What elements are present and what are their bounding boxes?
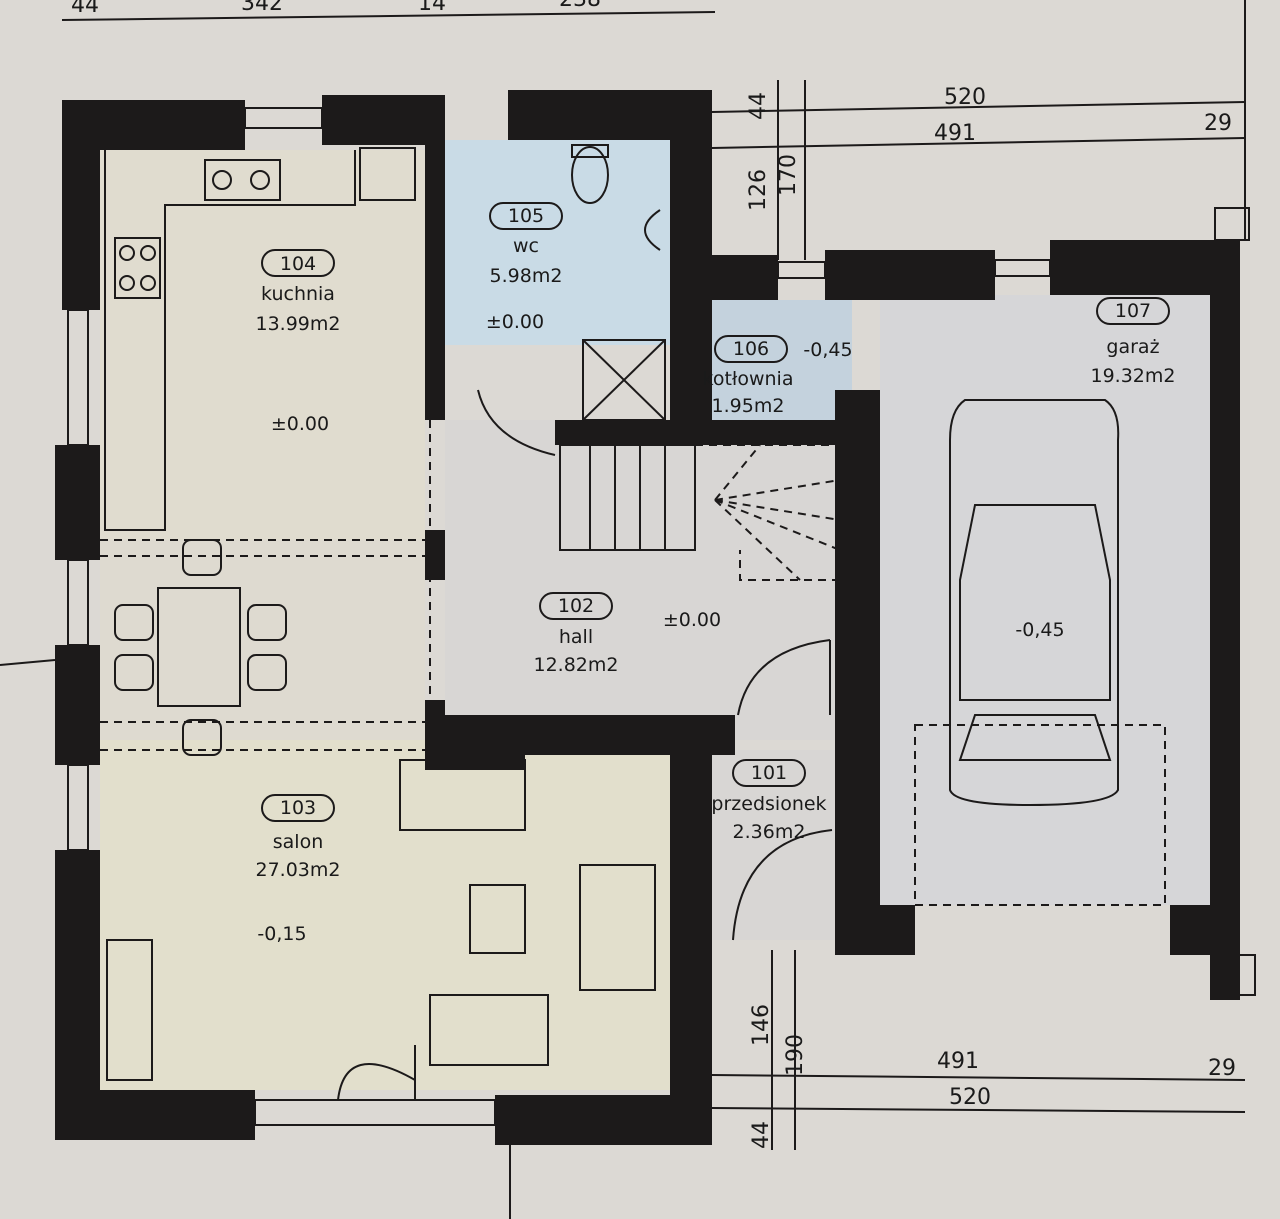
svg-text:342: 342 xyxy=(241,0,283,16)
svg-text:±0.00: ±0.00 xyxy=(663,609,721,631)
svg-text:1.95m2: 1.95m2 xyxy=(712,395,785,417)
svg-text:5.98m2: 5.98m2 xyxy=(490,265,563,287)
svg-text:kotłownia: kotłownia xyxy=(703,368,794,390)
kitchen-counter xyxy=(104,147,416,531)
vestibule-floor xyxy=(712,750,835,940)
staircase xyxy=(559,444,841,581)
svg-text:44: 44 xyxy=(746,92,771,120)
room-104-label: 104 kuchnia 13.99m2 ±0.00 xyxy=(256,249,341,435)
svg-text:29: 29 xyxy=(1204,111,1232,136)
svg-text:wc: wc xyxy=(513,235,539,257)
room-105-label: 105 wc 5.98m2 ±0.00 xyxy=(486,202,563,333)
windows xyxy=(67,107,1051,1126)
svg-text:-0,45: -0,45 xyxy=(1015,619,1064,641)
svg-text:146: 146 xyxy=(749,1004,774,1046)
wc-fixtures xyxy=(571,144,666,421)
svg-text:14: 14 xyxy=(418,0,446,16)
svg-text:107: 107 xyxy=(1115,300,1151,322)
svg-text:238: 238 xyxy=(559,0,601,12)
svg-text:12.82m2: 12.82m2 xyxy=(534,654,619,676)
svg-text:102: 102 xyxy=(558,595,594,617)
svg-text:106: 106 xyxy=(733,338,769,360)
svg-text:27.03m2: 27.03m2 xyxy=(256,859,341,881)
svg-text:±0.00: ±0.00 xyxy=(271,413,329,435)
svg-text:-0,15: -0,15 xyxy=(257,923,306,945)
salon-furniture xyxy=(106,759,656,1081)
room-103-label: 103 salon 27.03m2 -0,15 xyxy=(256,794,341,945)
dining-table xyxy=(100,420,431,756)
svg-text:±0.00: ±0.00 xyxy=(486,311,544,333)
svg-text:103: 103 xyxy=(280,797,316,819)
room-102-label: 102 hall 12.82m2 ±0.00 xyxy=(534,592,721,676)
svg-text:491: 491 xyxy=(934,121,976,146)
svg-text:190: 190 xyxy=(783,1034,808,1076)
car xyxy=(914,399,1166,906)
svg-text:105: 105 xyxy=(508,205,544,227)
svg-text:170: 170 xyxy=(776,154,801,196)
svg-text:520: 520 xyxy=(949,1085,991,1110)
svg-text:salon: salon xyxy=(273,831,324,853)
doors xyxy=(337,389,833,1101)
svg-text:19.32m2: 19.32m2 xyxy=(1091,365,1176,387)
svg-text:przedsionek: przedsionek xyxy=(711,793,826,815)
svg-text:13.99m2: 13.99m2 xyxy=(256,313,341,335)
svg-text:44: 44 xyxy=(749,1121,774,1149)
svg-text:garaż: garaż xyxy=(1106,336,1159,358)
room-106-label: 106 -0,45 kotłownia 1.95m2 xyxy=(703,335,853,417)
salon-floor xyxy=(100,740,670,1090)
svg-text:520: 520 xyxy=(944,85,986,110)
svg-text:kuchnia: kuchnia xyxy=(261,283,335,305)
svg-text:101: 101 xyxy=(751,762,787,784)
svg-text:29: 29 xyxy=(1208,1056,1236,1081)
svg-text:hall: hall xyxy=(559,626,593,648)
walls xyxy=(55,90,1240,1145)
svg-text:44: 44 xyxy=(71,0,99,18)
room-107-label: 107 garaż 19.32m2 -0,45 xyxy=(1015,297,1176,641)
svg-text:104: 104 xyxy=(280,253,316,275)
svg-text:126: 126 xyxy=(746,169,771,211)
svg-text:491: 491 xyxy=(937,1049,979,1074)
svg-text:2.36m2: 2.36m2 xyxy=(733,821,806,843)
svg-text:-0,45: -0,45 xyxy=(803,339,852,361)
room-101-label: 101 przedsionek 2.36m2 xyxy=(711,759,827,843)
kitchen-floor xyxy=(100,150,425,540)
wc-floor xyxy=(445,140,670,345)
garage-floor xyxy=(880,295,1210,905)
